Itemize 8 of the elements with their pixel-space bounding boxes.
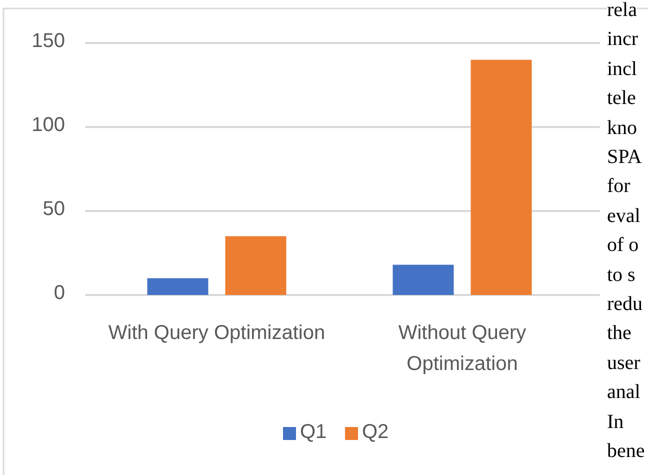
axis-tick-label: 150: [32, 30, 65, 53]
category-label: Without Query Optimization: [397, 321, 528, 377]
legend-label: Q2: [362, 421, 389, 444]
axis-tick-label: 0: [54, 282, 65, 305]
axis-tick-label: 50: [42, 198, 65, 221]
legend-label: Q1: [300, 421, 327, 444]
category-label: With Query Optimization: [107, 321, 326, 346]
axis-tick-label: 100: [32, 114, 65, 137]
